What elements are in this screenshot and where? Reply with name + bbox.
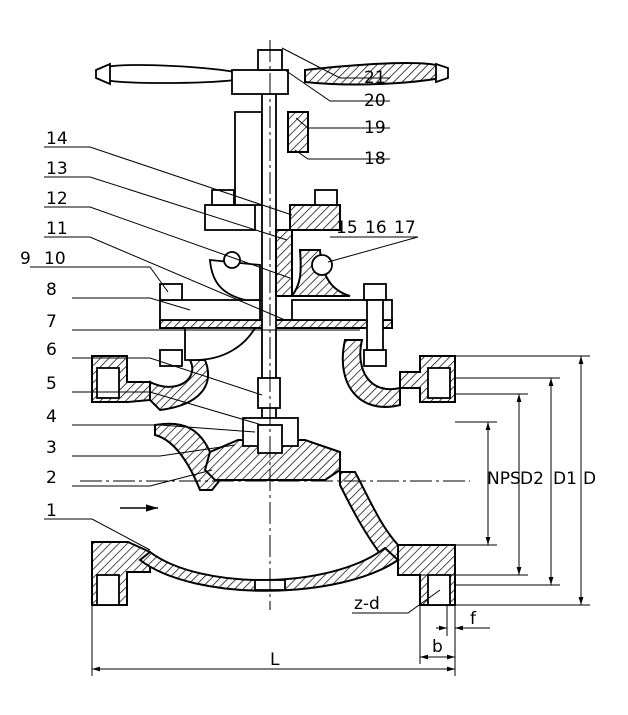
part-label-5: 5	[46, 374, 57, 394]
part-label-3: 3	[46, 438, 57, 458]
leader-lines	[30, 47, 419, 551]
part-label-12: 12	[46, 189, 68, 209]
dim-label-d1: D1	[553, 469, 577, 489]
part-label-2: 2	[46, 468, 57, 488]
part-label-4: 4	[46, 407, 57, 427]
part-number-labels: 1 2 3 4 5 6 7 8 9 10 11 12 13 14 15 16 1…	[20, 68, 416, 521]
dim-label-b: b	[432, 637, 443, 657]
part-label-14: 14	[46, 129, 68, 149]
part-label-21: 21	[364, 68, 386, 88]
part-label-17: 17	[394, 218, 416, 238]
dim-label-l: L	[270, 650, 280, 670]
part-label-7: 7	[46, 312, 57, 332]
dim-label-d2: D2	[520, 469, 544, 489]
part-label-11: 11	[46, 219, 68, 239]
part-label-18: 18	[364, 149, 386, 169]
valve-body	[91, 339, 456, 606]
part-label-19: 19	[364, 118, 386, 138]
part-label-8: 8	[46, 280, 57, 300]
part-label-16: 16	[365, 218, 387, 238]
dim-label-d: D	[583, 469, 596, 489]
part-label-6: 6	[46, 340, 57, 360]
dimension-labels: NPS D2 D1 D L b f z-d	[270, 469, 596, 670]
part-label-15: 15	[336, 218, 358, 238]
dim-label-z-d: z-d	[354, 594, 380, 614]
part-label-1: 1	[46, 501, 57, 521]
part-label-13: 13	[46, 159, 68, 179]
dim-label-nps: NPS	[487, 469, 521, 489]
part-label-10: 10	[44, 249, 66, 269]
dim-label-f: f	[470, 609, 477, 629]
part-label-9: 9	[20, 249, 31, 269]
handwheel	[95, 49, 449, 95]
part-label-20: 20	[364, 91, 386, 111]
dimensions	[91, 355, 590, 676]
